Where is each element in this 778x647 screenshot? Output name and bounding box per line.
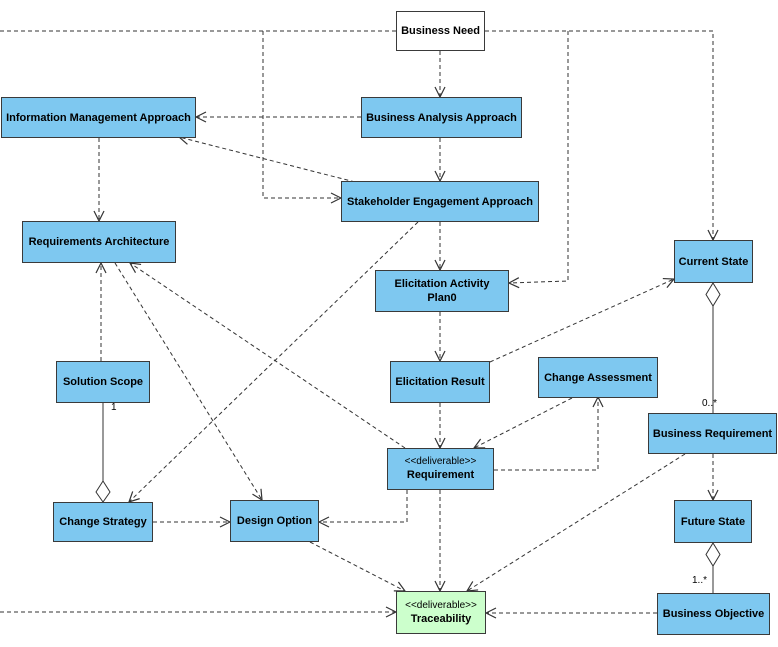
node-elicitation-result[interactable]: Elicitation Result (390, 361, 490, 403)
edge-requirement-to-change-assessment (494, 397, 598, 471)
node-business-need[interactable]: Business Need (396, 11, 485, 51)
node-business-requirement[interactable]: Business Requirement (648, 413, 777, 454)
edge-stakeholder-to-change-strategy (129, 221, 419, 502)
edge-result-to-current-state (489, 279, 674, 363)
node-business-objective[interactable]: Business Objective (657, 593, 770, 635)
node-label: Change Assessment (544, 371, 652, 384)
node-future-state[interactable]: Future State (674, 500, 752, 543)
node-label: Change Strategy (59, 516, 147, 528)
multiplicity-business-requirement: 0..* (702, 398, 718, 409)
node-design-option[interactable]: Design Option (230, 500, 319, 542)
multiplicity-business-objective: 1..* (692, 575, 708, 586)
multiplicity-solution-scope: 1 (111, 402, 117, 413)
node-business-analysis-approach[interactable]: Business Analysis Approach (361, 97, 522, 138)
node-requirement[interactable]: <<deliverable>> Requirement (387, 448, 494, 490)
aggregation-diamond-current-state (705, 282, 721, 307)
node-stereotype: <<deliverable>> (404, 456, 477, 467)
node-label: Elicitation Result (395, 376, 485, 388)
node-current-state[interactable]: Current State (674, 240, 753, 283)
node-label: Requirements Architecture (28, 236, 170, 248)
node-label-line1: Elicitation Activity (394, 278, 490, 290)
edge-design-option-to-traceability (309, 541, 405, 591)
node-information-management-approach[interactable]: Information Management Approach (1, 97, 196, 138)
aggregation-diamond-change-strategy (95, 480, 111, 503)
node-label: Design Option (236, 515, 313, 527)
node-elicitation-activity-plan[interactable]: Elicitation Activity Plan0 (375, 270, 509, 312)
edge-bus-req-to-traceability (467, 453, 686, 591)
node-label: Traceability (410, 612, 472, 625)
node-label: Business Requirement (652, 427, 773, 440)
node-requirements-architecture[interactable]: Requirements Architecture (22, 221, 176, 263)
node-label: Requirement (406, 469, 475, 481)
node-label: Future State (680, 515, 746, 528)
node-label: Business Analysis Approach (366, 111, 517, 124)
edge-requirement-to-design-option (319, 490, 408, 522)
node-label: Business Objective (662, 608, 765, 620)
node-label: Stakeholder Engagement Approach (346, 195, 534, 208)
edge-req-arch-to-design-option (114, 262, 262, 500)
node-label: Solution Scope (62, 376, 144, 388)
edge-requirement-to-req-arch (130, 263, 406, 449)
node-solution-scope[interactable]: Solution Scope (56, 361, 150, 403)
node-label: Current State (678, 255, 749, 268)
edge-need-to-stakeholder (262, 31, 341, 198)
node-label: Business Need (401, 25, 480, 37)
node-change-assessment[interactable]: Change Assessment (538, 357, 658, 398)
node-stereotype: <<deliverable>> (405, 599, 477, 611)
edge-need-to-current-state (485, 30, 713, 240)
edge-stakeholder-to-info-mgmt (179, 137, 356, 183)
node-label: Information Management Approach (6, 111, 191, 124)
edge-change-assessment-to-requirement (474, 397, 573, 448)
aggregation-diamond-future-state (705, 542, 721, 567)
node-stakeholder-engagement-approach[interactable]: Stakeholder Engagement Approach (341, 181, 539, 222)
node-traceability[interactable]: <<deliverable>> Traceability (396, 591, 486, 634)
node-change-strategy[interactable]: Change Strategy (53, 502, 153, 542)
edge-need-to-elicitation-plan (509, 31, 569, 283)
node-label-line2: Plan0 (427, 292, 457, 304)
